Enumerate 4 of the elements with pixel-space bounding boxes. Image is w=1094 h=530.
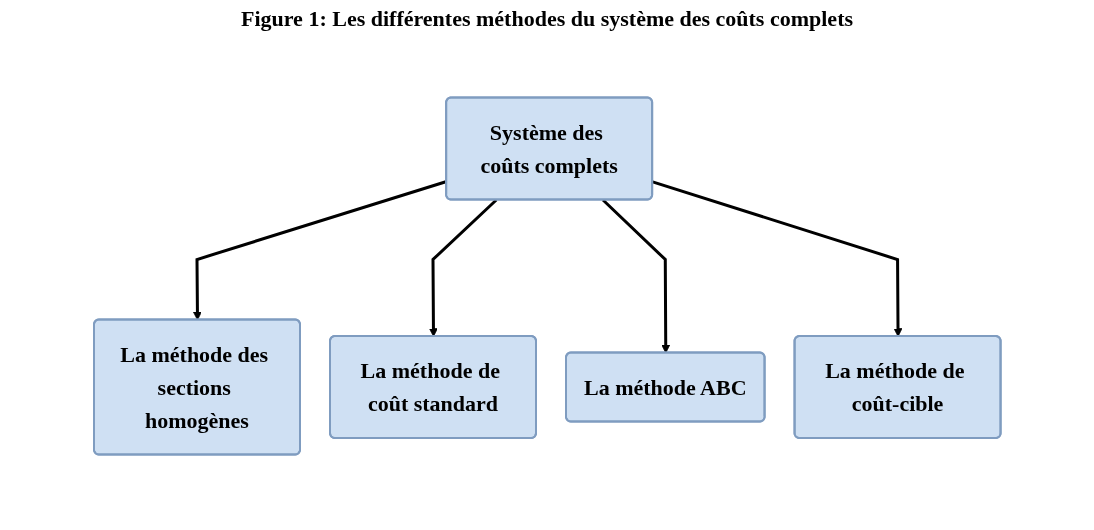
arrow (601, 198, 670, 354)
figure-title: Figure 1: Les différentes méthodes du système des coûts complets (239, 6, 855, 32)
arrow (428, 198, 498, 337)
arrow (651, 180, 903, 337)
